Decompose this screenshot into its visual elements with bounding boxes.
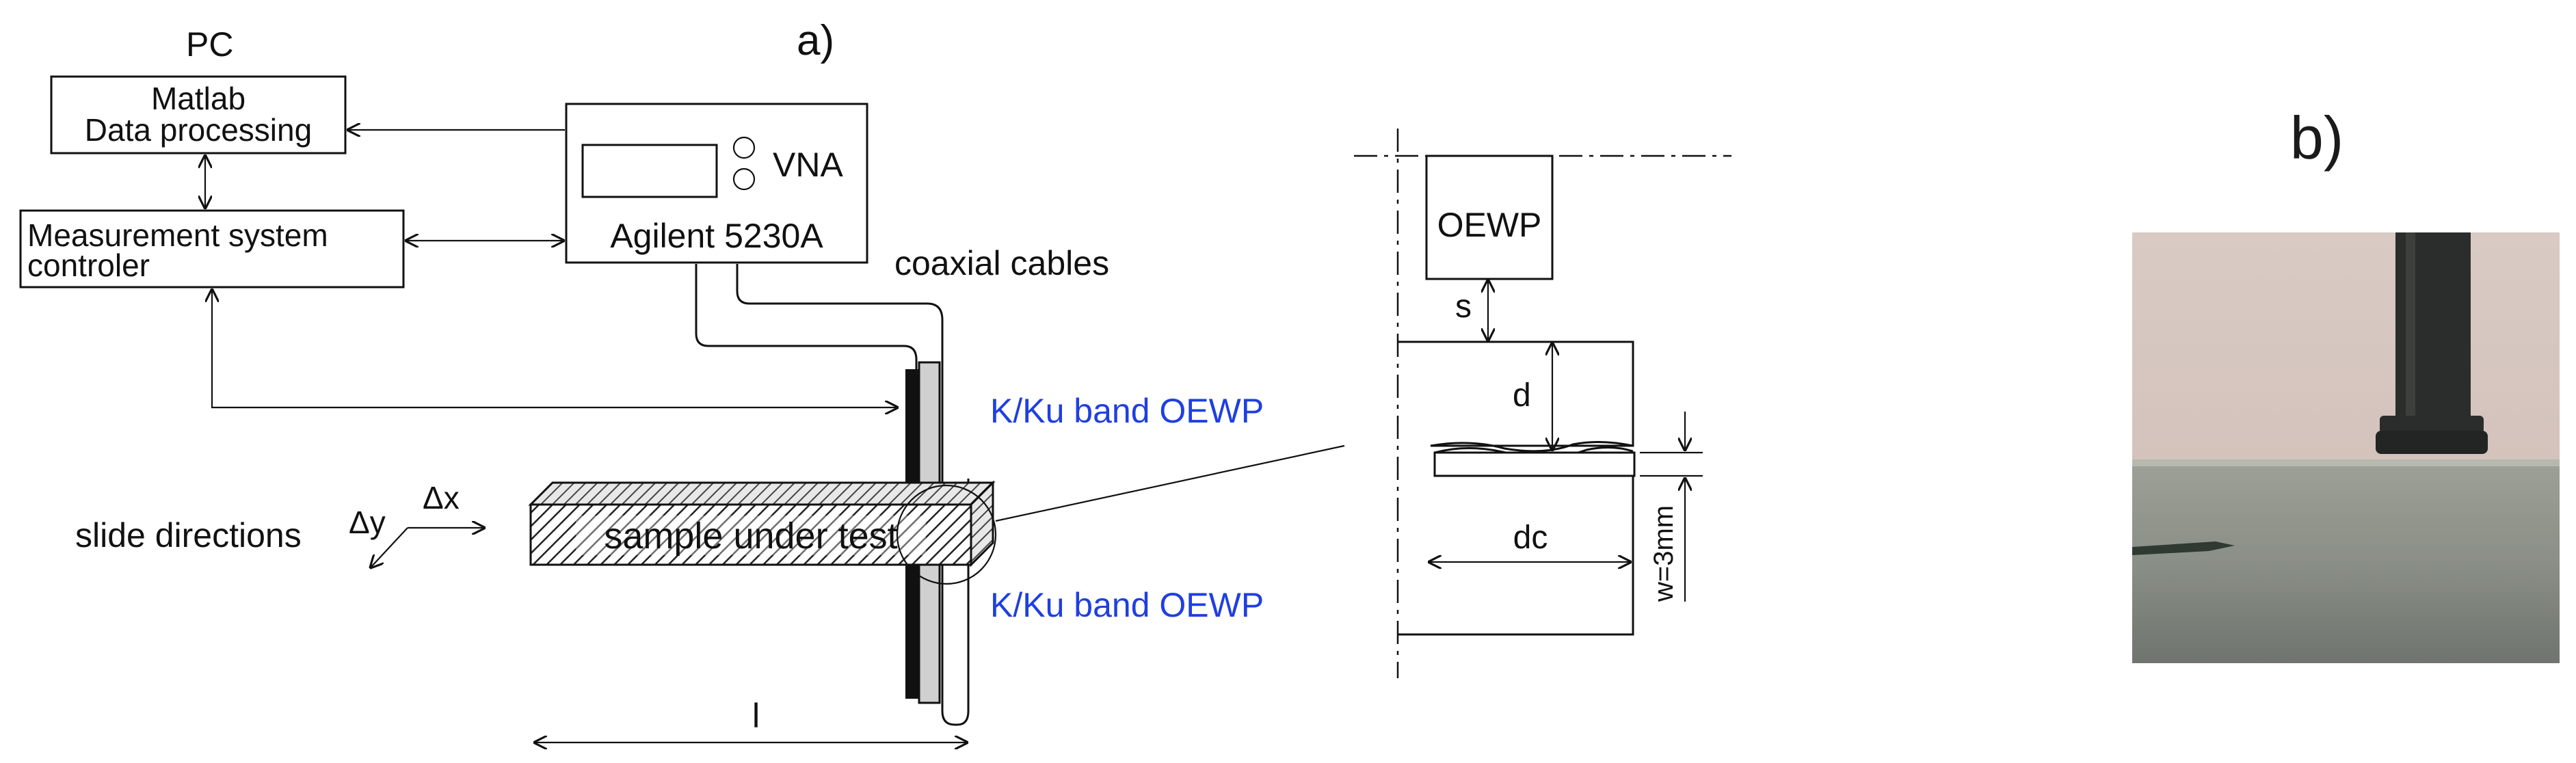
w-label: w=3mm <box>1649 505 1679 602</box>
coax-cable-2 <box>736 264 944 369</box>
matlab-line2: Data processing <box>85 112 312 148</box>
vna-label: VNA <box>773 146 843 184</box>
length-label: l <box>752 697 760 735</box>
sample-top-face <box>528 481 996 506</box>
probe-top-label: K/Ku band OEWP <box>990 392 1264 430</box>
vna-screen <box>581 144 718 198</box>
slide-label: slide directions <box>75 516 302 554</box>
slot <box>1433 451 1636 477</box>
panel-a-label: a) <box>797 17 834 64</box>
lower-plate <box>1398 476 1634 636</box>
vna-knob-bottom <box>732 168 756 191</box>
detail-cross-section: OEWP s d dc w=3mm <box>1354 129 1731 678</box>
coax-cable-1 <box>695 264 918 369</box>
matlab-line1: Matlab <box>151 81 245 116</box>
pc-label: PC <box>186 25 233 64</box>
dy-label: Δy <box>349 505 386 540</box>
photo-slot <box>2132 541 2235 555</box>
controller-line1: Measurement system <box>27 217 328 253</box>
sample-label-bg <box>576 516 926 555</box>
photo-sample <box>2132 459 2560 663</box>
probe-bottom-label: K/Ku band OEWP <box>990 586 1264 624</box>
dx-label: Δx <box>423 480 460 516</box>
photo <box>2132 232 2560 663</box>
coax-cable-3 <box>941 369 970 726</box>
vna-model: Agilent 5230A <box>610 217 823 255</box>
magnifier-circle <box>896 484 997 585</box>
probe-top-black <box>905 369 919 490</box>
panel-a: a) PC Matlab Data processing Measurement… <box>19 17 1345 742</box>
probe-top-grey <box>918 361 941 491</box>
probe-bottom-black <box>905 565 919 699</box>
controller-probe-line <box>212 290 897 407</box>
photo-probe-flange <box>2380 416 2484 433</box>
panel-b-label: b) <box>2290 104 2343 172</box>
controller-line2: controler <box>27 247 150 283</box>
matlab-box <box>50 75 347 155</box>
panel-b: b) <box>2132 104 2560 663</box>
dc-label: dc <box>1513 520 1548 556</box>
dy-arrow <box>371 527 408 567</box>
oewp-box <box>1425 155 1554 280</box>
photo-probe-base <box>2376 431 2488 454</box>
controller-box <box>19 209 405 289</box>
s-label: s <box>1455 289 1472 325</box>
sample-label: sample under test <box>604 516 897 557</box>
oewp-label: OEWP <box>1437 206 1542 244</box>
probe-bottom-grey <box>918 563 941 704</box>
upper-plate <box>1398 340 1634 453</box>
photo-probe-highlight <box>2406 232 2415 417</box>
coax-label: coaxial cables <box>894 244 1109 282</box>
d-label: d <box>1513 377 1531 414</box>
photo-sample-top-edge <box>2132 459 2560 466</box>
vna-knob-top <box>732 136 756 159</box>
magnifier-lead <box>995 444 1345 522</box>
